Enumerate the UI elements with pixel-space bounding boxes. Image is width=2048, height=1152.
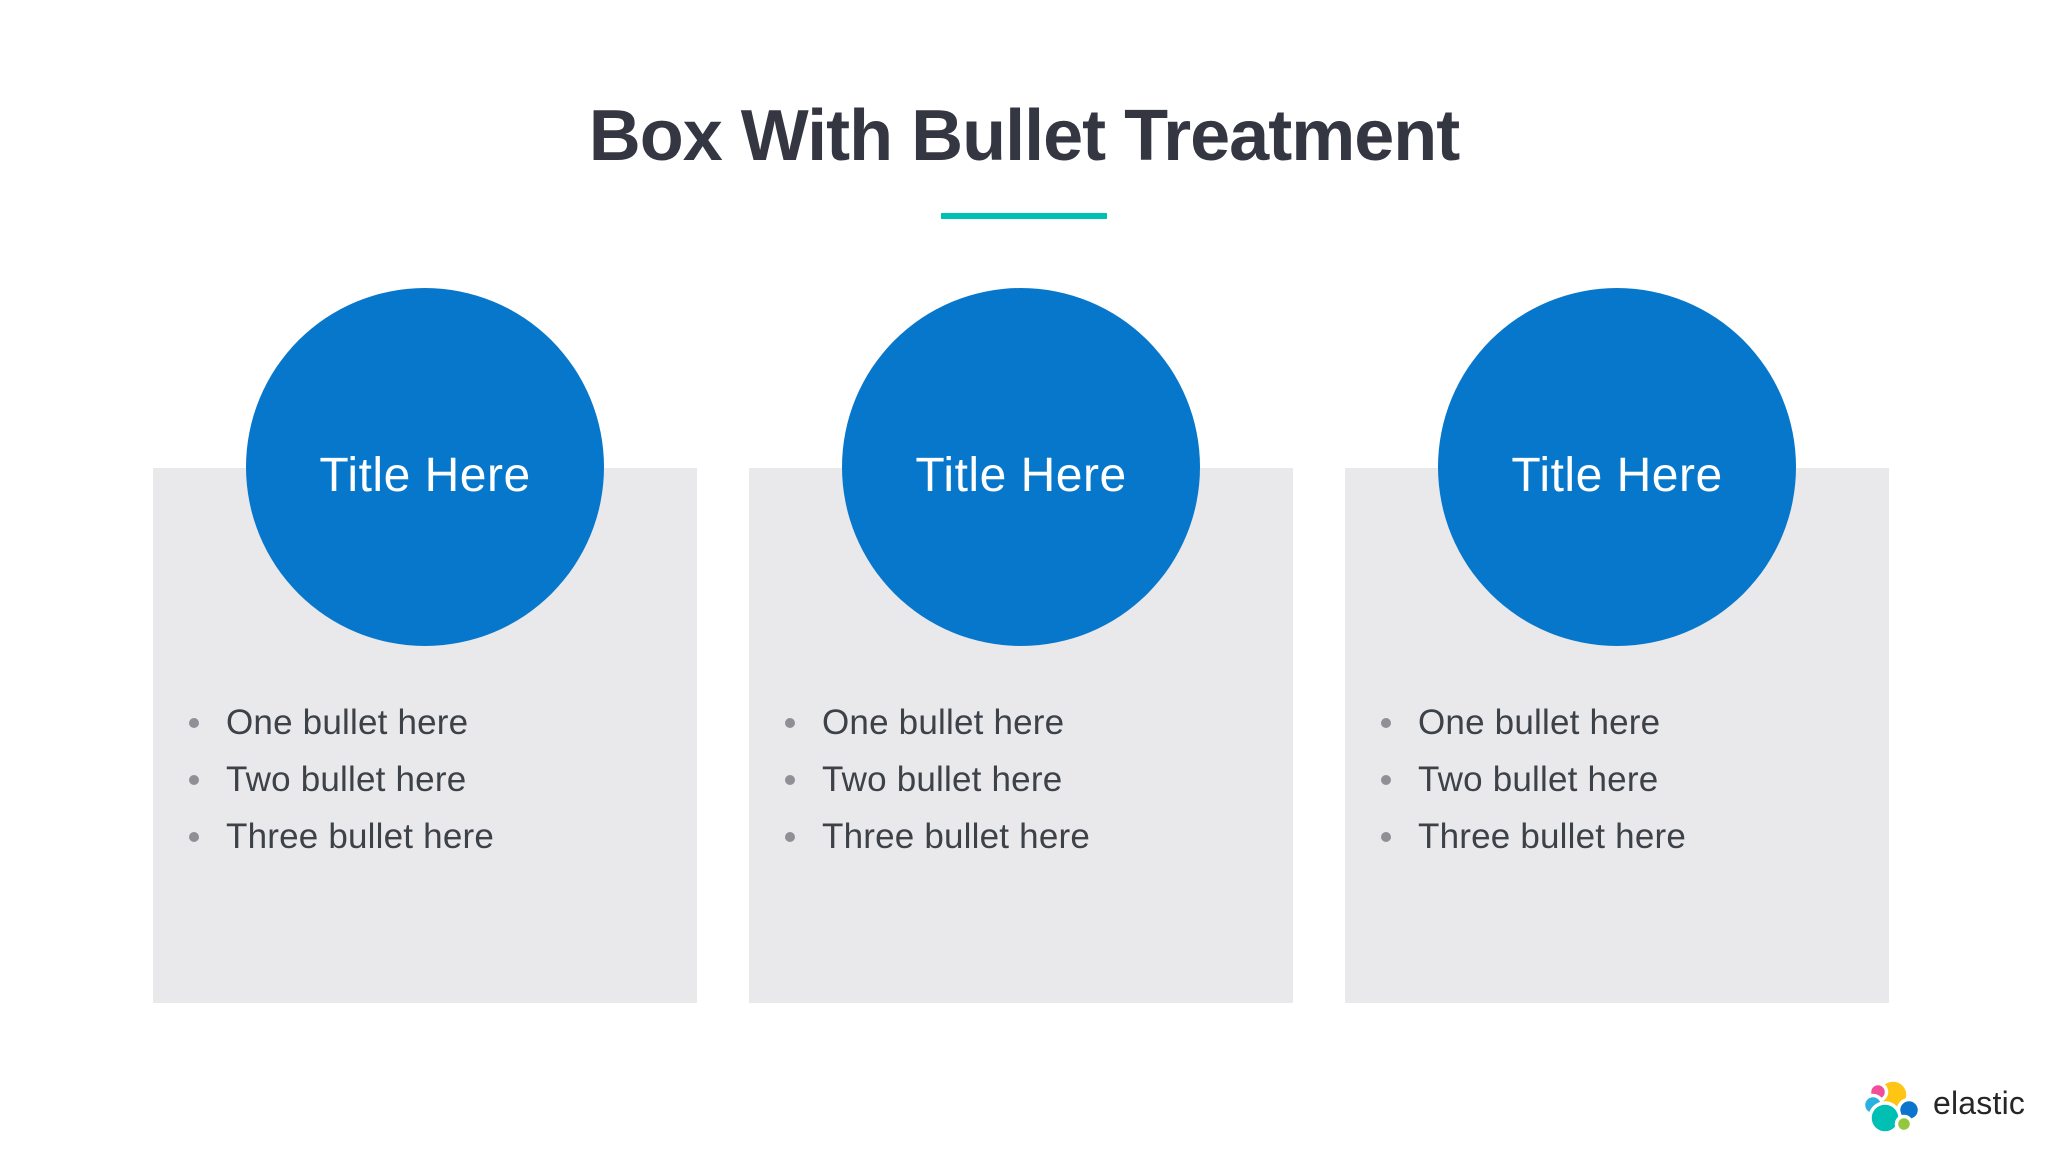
bullet-dot-icon [785, 717, 795, 728]
bullet-text: Two bullet here [226, 759, 467, 799]
slide-title: Box With Bullet Treatment [588, 96, 1460, 176]
bullet-item: One bullet here [749, 694, 1293, 751]
bullet-text: One bullet here [1418, 702, 1661, 742]
bullet-dot-icon [785, 831, 795, 842]
circle-title-badge: Title Here [1438, 288, 1796, 646]
bullet-item: One bullet here [153, 694, 697, 751]
bullet-list: One bullet here Two bullet here Three bu… [153, 694, 697, 865]
bullet-item: Three bullet here [153, 808, 697, 865]
bullet-item: Three bullet here [1345, 808, 1889, 865]
bullet-text: Two bullet here [822, 759, 1063, 799]
bullet-dot-icon [189, 831, 199, 842]
bullet-item: Two bullet here [749, 751, 1293, 808]
columns-row: Title Here One bullet here Two bullet he… [153, 288, 1889, 1003]
bullet-item: Three bullet here [749, 808, 1293, 865]
bullet-text: Three bullet here [1418, 816, 1687, 856]
circle-title-badge: Title Here [246, 288, 604, 646]
circle-title-label: Title Here [319, 448, 531, 502]
bullet-dot-icon [189, 717, 199, 728]
bullet-item: Two bullet here [1345, 751, 1889, 808]
bullet-dot-icon [785, 774, 795, 785]
circle-title-label: Title Here [1511, 448, 1723, 502]
bullet-text: Two bullet here [1418, 759, 1659, 799]
bullet-dot-icon [1381, 831, 1391, 842]
brand-footer: elastic [1860, 1072, 2025, 1138]
bullet-item: One bullet here [1345, 694, 1889, 751]
circle-title-label: Title Here [915, 448, 1127, 502]
column-card: Title Here One bullet here Two bullet he… [153, 288, 697, 1003]
bullet-item: Two bullet here [153, 751, 697, 808]
bullet-dot-icon [189, 774, 199, 785]
bullet-text: Three bullet here [226, 816, 495, 856]
column-card: Title Here One bullet here Two bullet he… [1345, 288, 1889, 1003]
bullet-dot-icon [1381, 717, 1391, 728]
bullet-text: Three bullet here [822, 816, 1091, 856]
elastic-wordmark: elastic [1933, 1084, 2026, 1121]
circle-title-badge: Title Here [842, 288, 1200, 646]
title-accent-divider [941, 213, 1107, 219]
bullet-text: One bullet here [226, 702, 469, 742]
bullet-list: One bullet here Two bullet here Three bu… [749, 694, 1293, 865]
bullet-text: One bullet here [822, 702, 1065, 742]
bullet-dot-icon [1381, 774, 1391, 785]
elastic-logo-icon [1861, 1078, 1922, 1135]
column-card: Title Here One bullet here Two bullet he… [749, 288, 1293, 1003]
bullet-list: One bullet here Two bullet here Three bu… [1345, 694, 1889, 865]
